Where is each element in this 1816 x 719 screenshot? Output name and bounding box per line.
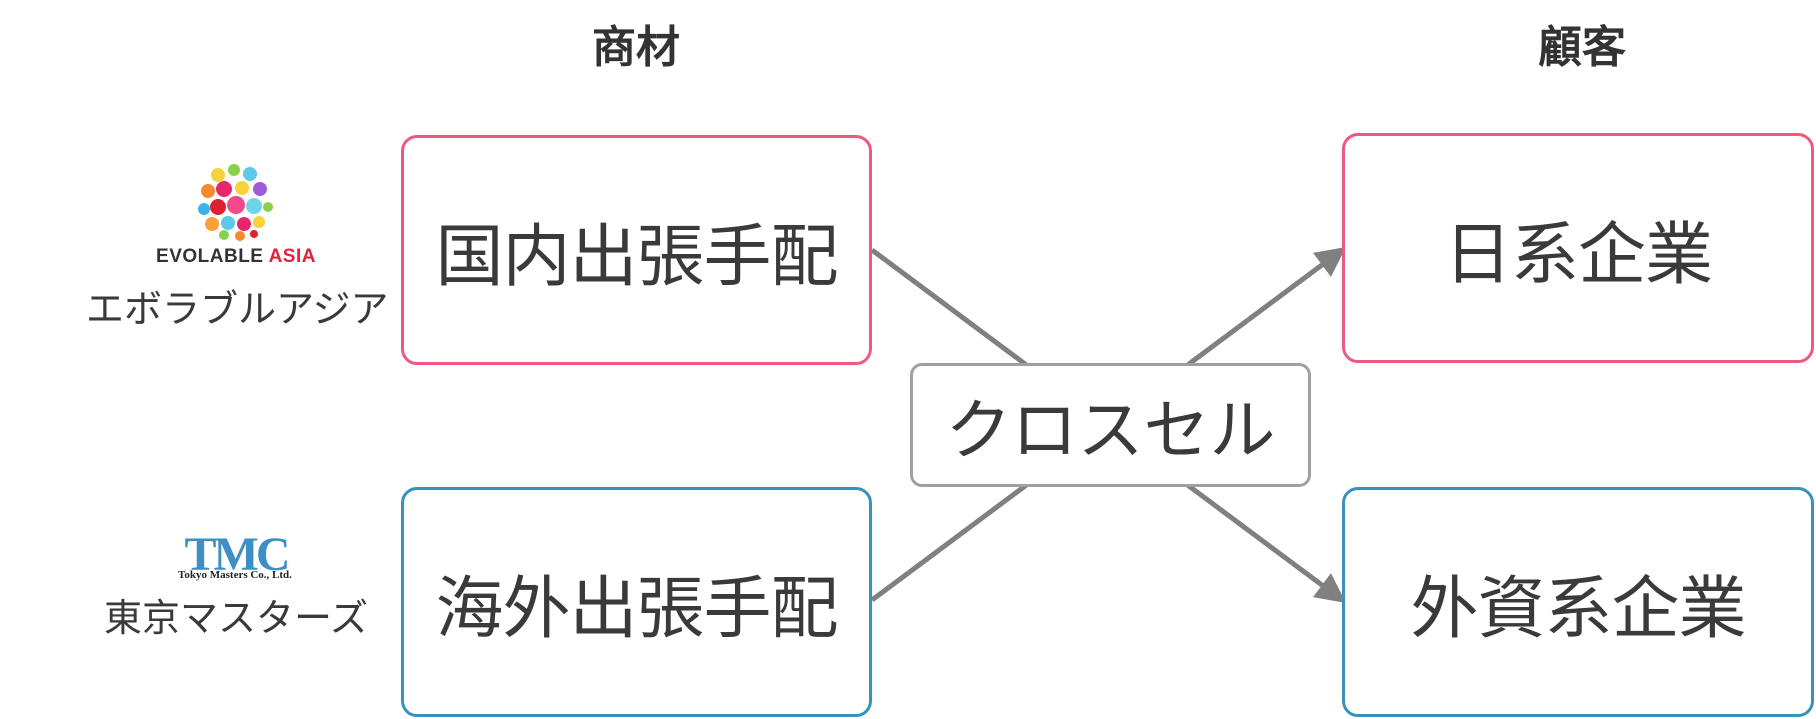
product-box-domestic-travel: 国内出張手配 [401,135,872,365]
cross-sell-box: クロスセル [910,363,1311,487]
evolable-asia-logo-text: EVOLABLE ASIA [156,246,316,267]
customer-box-foreign-companies: 外資系企業 [1342,487,1814,717]
tmc-logo: TMC [184,528,291,581]
company-name-evolable-asia: エボラブルアジア [86,287,389,331]
product-box-overseas-travel: 海外出張手配 [401,487,872,717]
customers-header: 顧客 [1538,22,1626,73]
evolable-asia-logo [198,163,274,241]
customer-box-japanese-companies: 日系企業 [1342,133,1814,363]
company-name-tokyo-masters: 東京マスターズ [103,596,369,640]
products-header: 商材 [592,22,680,73]
tmc-logo-subtext: Tokyo Masters Co., Ltd. [178,569,292,581]
